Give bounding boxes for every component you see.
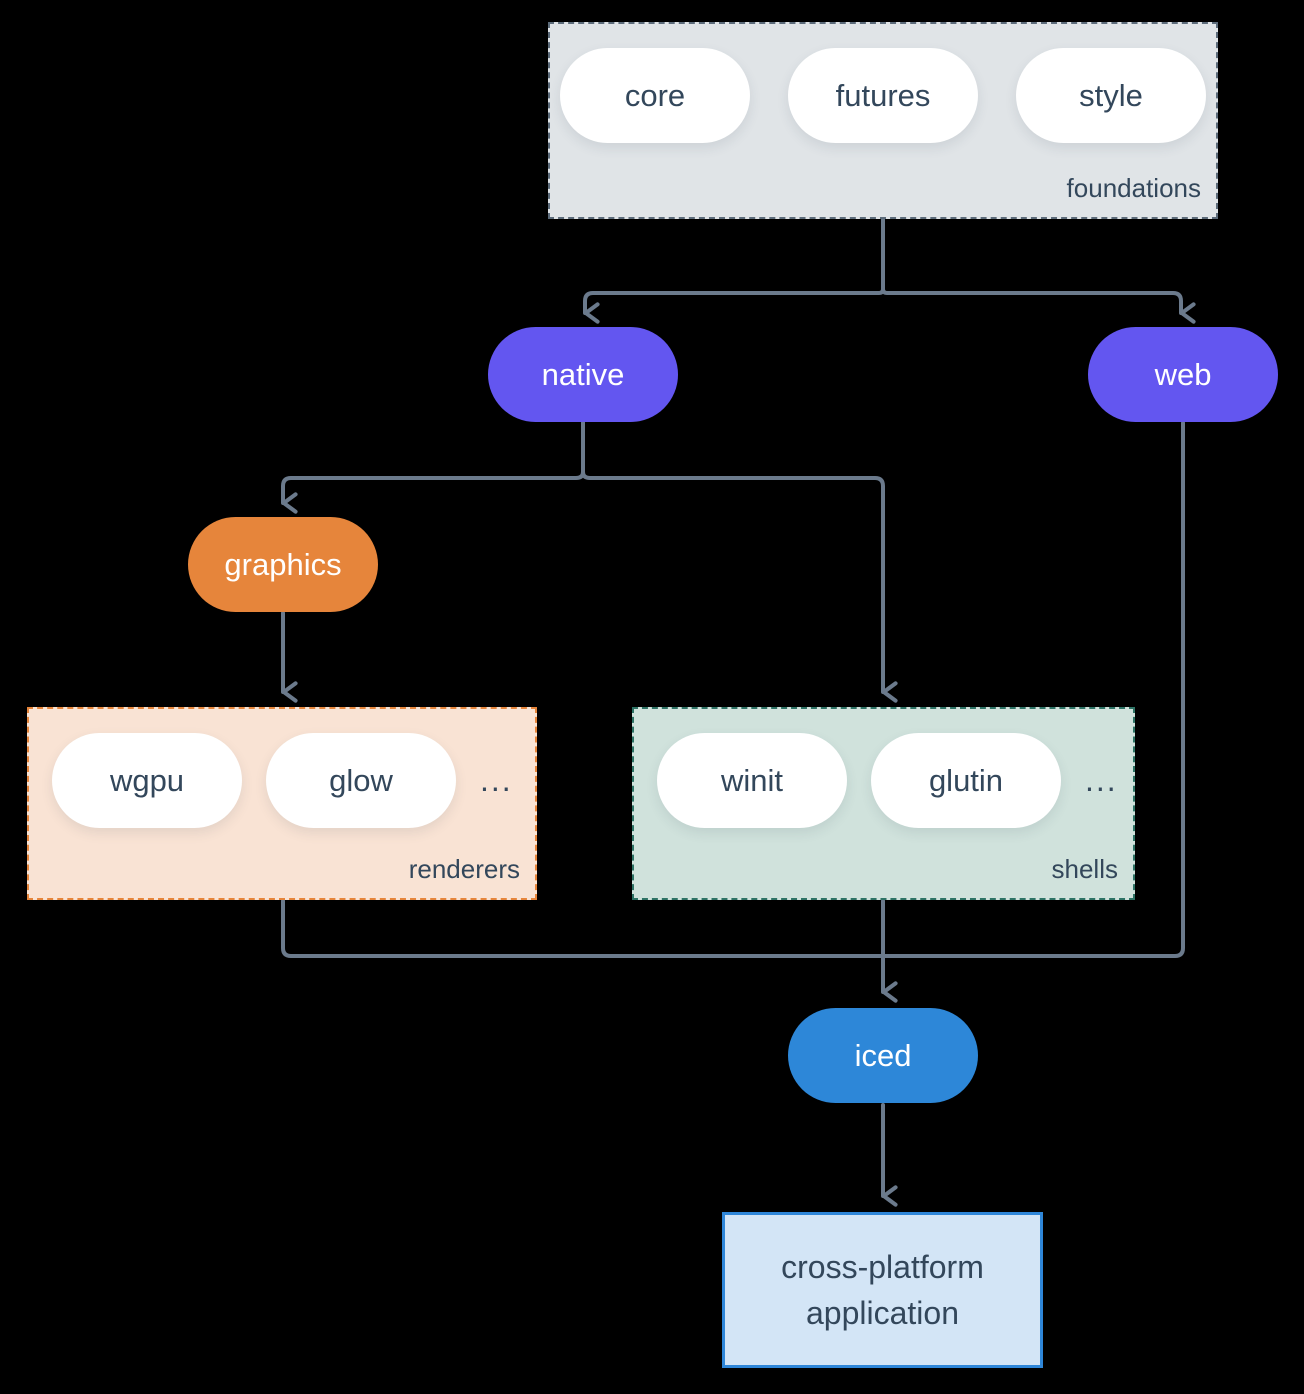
edge-foundations-to-web [881, 218, 1196, 324]
node-winit: winit [657, 733, 847, 828]
node-wgpu: wgpu [52, 733, 242, 828]
node-iced: iced [788, 1008, 978, 1103]
edge-renderers-to-merge [281, 899, 883, 958]
node-cross-platform-application: cross-platform application [722, 1212, 1043, 1368]
node-glutin: glutin [871, 733, 1061, 828]
node-style: style [1016, 48, 1206, 143]
foundations-pill-row: core futures style [550, 24, 1216, 143]
node-native: native [488, 327, 678, 422]
edge-native-to-shells [581, 421, 898, 703]
renderers-label: renderers [408, 854, 520, 884]
node-core: core [560, 48, 750, 143]
renderers-box: wgpu glow ... renderers [27, 707, 537, 900]
renderers-pill-row: wgpu glow ... [29, 709, 535, 828]
node-futures: futures [788, 48, 978, 143]
shells-label: shells [1051, 854, 1118, 884]
shells-pill-row: winit glutin ... [634, 709, 1133, 828]
edge-native-to-graphics [281, 421, 585, 514]
node-graphics: graphics [188, 517, 378, 612]
edge-foundations-to-native [583, 218, 885, 324]
shells-ellipsis: ... [1085, 762, 1118, 798]
shells-box: winit glutin ... shells [632, 707, 1135, 900]
node-glow: glow [266, 733, 456, 828]
foundations-box: core futures style foundations [548, 22, 1218, 219]
renderers-ellipsis: ... [480, 762, 513, 798]
foundations-label: foundations [1066, 173, 1201, 203]
node-web: web [1088, 327, 1278, 422]
